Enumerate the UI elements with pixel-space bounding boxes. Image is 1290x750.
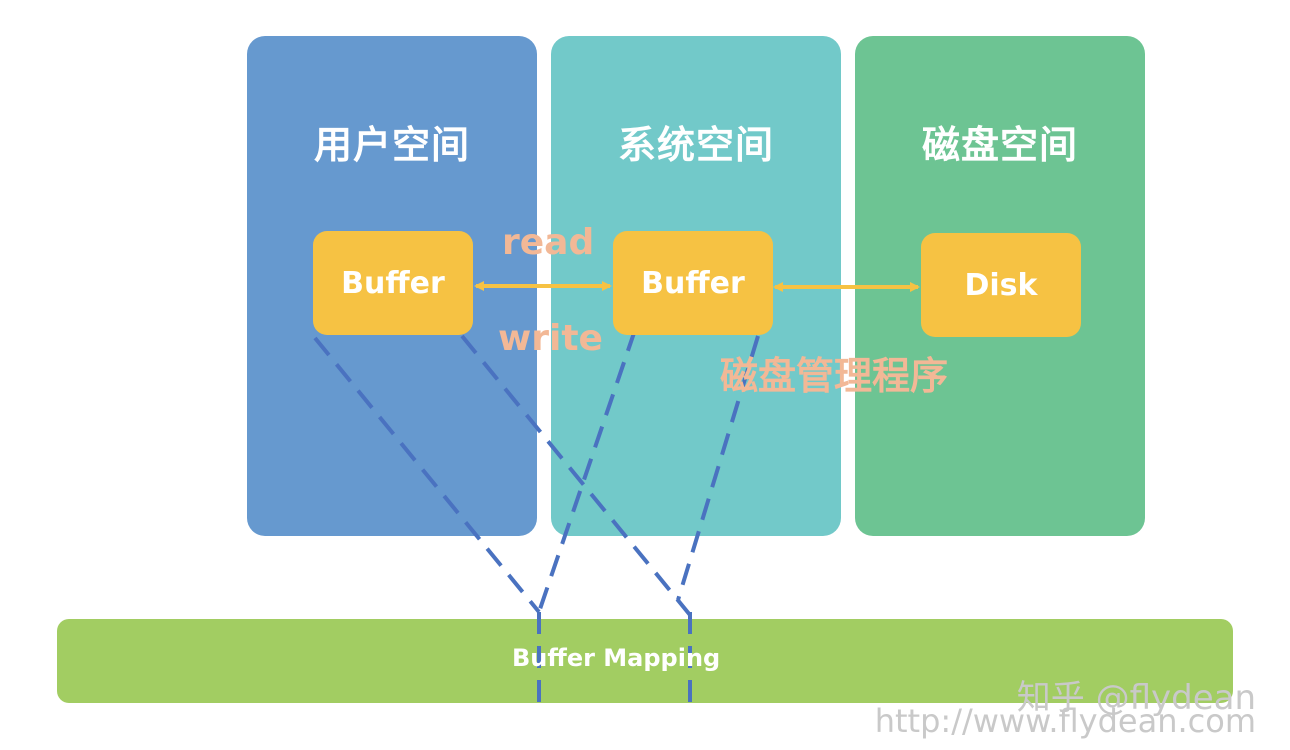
mapping-dashed-line <box>313 336 541 614</box>
system-space-title: 系统空间 <box>617 123 774 167</box>
mapping-dashed-line <box>676 335 760 601</box>
disk-space-title: 磁盘空间 <box>921 123 1078 167</box>
user-buffer-label: Buffer <box>341 265 445 301</box>
system-buffer-label: Buffer <box>641 265 745 301</box>
read-label: read <box>502 222 595 263</box>
mapping-dashed-line <box>460 334 692 617</box>
buffer-mapping-label: Buffer Mapping <box>512 644 721 672</box>
watermark-author: 知乎 @flydean <box>1016 678 1256 718</box>
user-space-title: 用户空间 <box>313 123 470 167</box>
disk-box: Disk <box>921 233 1081 337</box>
user-buffer-box: Buffer <box>313 231 473 335</box>
disk-manager-label: 磁盘管理程序 <box>720 354 949 398</box>
mapping-dashed-line <box>537 329 637 613</box>
system-buffer-box: Buffer <box>613 231 773 335</box>
disk-label: Disk <box>964 267 1038 303</box>
buffer-mapping-bar <box>57 619 1233 703</box>
write-label: write <box>498 318 603 359</box>
watermark-url: http://www.flydean.com <box>874 702 1256 740</box>
